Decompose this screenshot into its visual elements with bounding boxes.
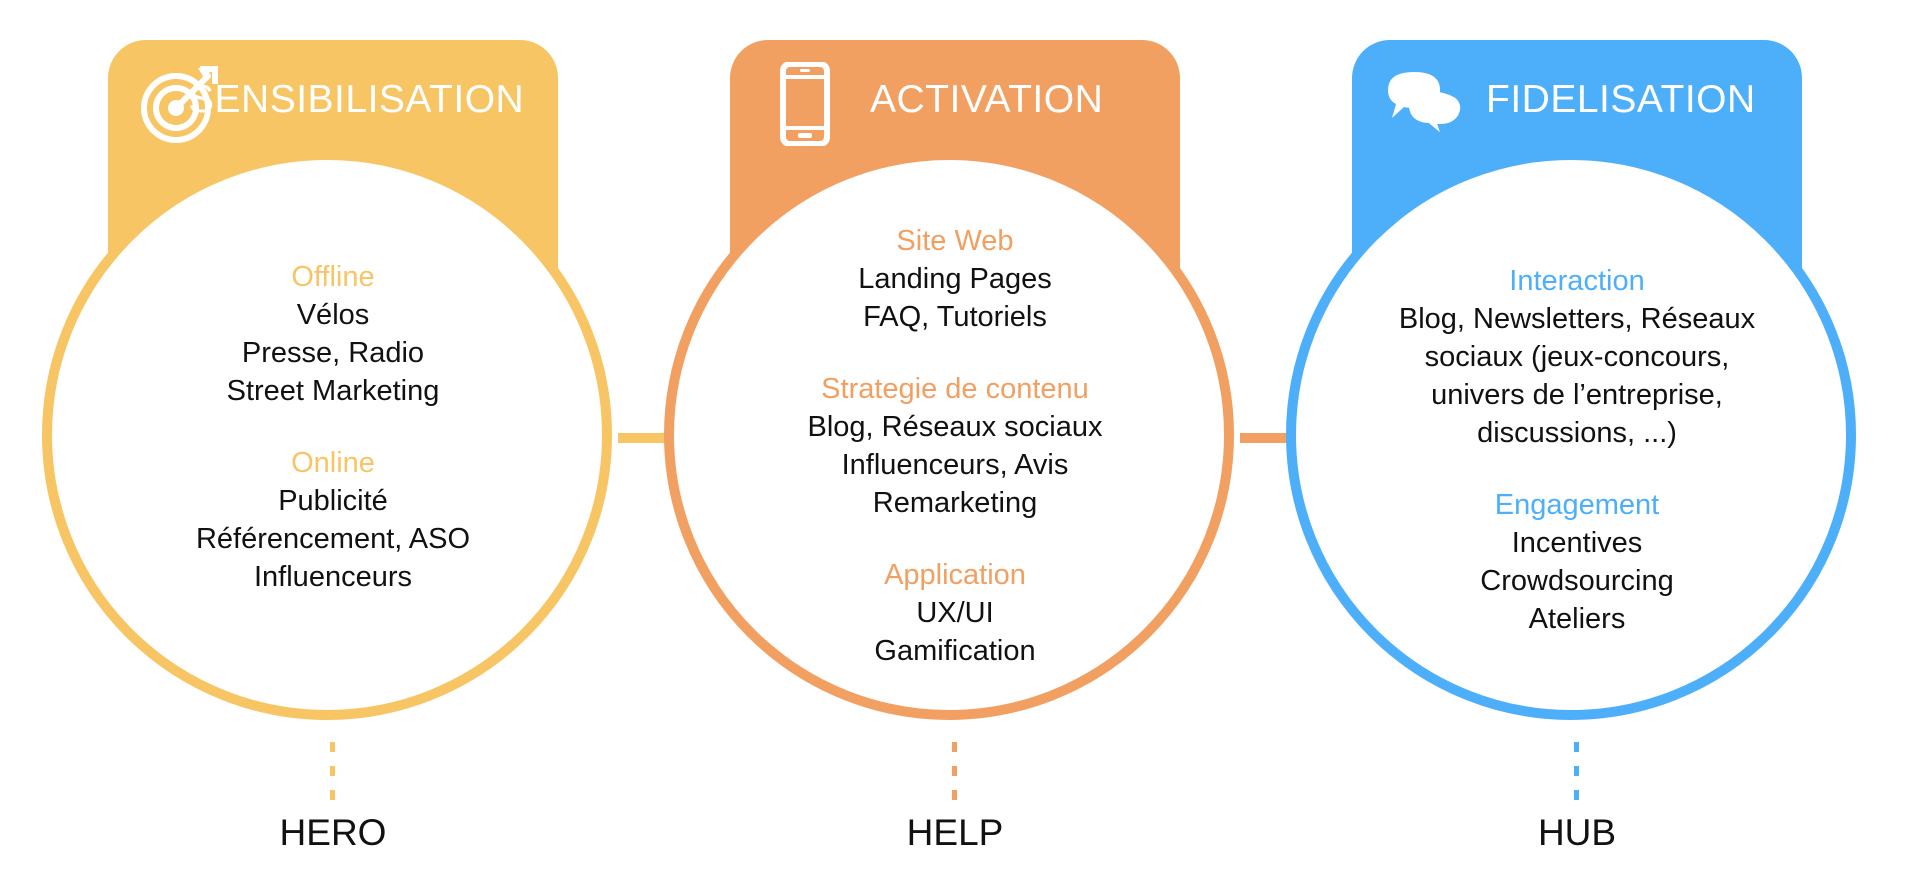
section-title: Strategie de contenu (821, 373, 1089, 405)
section-item: Remarketing (872, 487, 1038, 519)
stage-fidelisation: FIDELISATION Interaction Blog, Newslette… (1277, 0, 1877, 894)
stage-circle (42, 150, 612, 720)
content-section: Engagement Incentives Crowdsourcing Atel… (1277, 486, 1877, 638)
section-item: Presse, Radio (241, 337, 425, 369)
stage-sensibilisation: SENSIBILISATION Offline Vélos Presse, Ra… (33, 0, 633, 894)
dotted-connector (1574, 742, 1580, 800)
connector-activation-fidelisation (1240, 433, 1300, 443)
section-item: Référencement, ASO (195, 523, 471, 555)
target-icon (138, 62, 222, 146)
stage-circle (1286, 150, 1856, 720)
bottom-label: HUB (1537, 812, 1617, 853)
section-item: Street Marketing (226, 375, 440, 407)
section-item: univers de l’entreprise, (1431, 379, 1723, 411)
content-section: Site Web Landing Pages FAQ, Tutoriels (655, 222, 1255, 336)
stage-circle (664, 150, 1234, 720)
section-item: Ateliers (1528, 603, 1626, 635)
stage-content: Offline Vélos Presse, Radio Street Marke… (33, 258, 633, 596)
bottom-label: HERO (279, 812, 387, 853)
content-section: Offline Vélos Presse, Radio Street Marke… (33, 258, 633, 410)
dotted-connector (330, 742, 336, 800)
section-item: FAQ, Tutoriels (863, 301, 1047, 333)
section-item: UX/UI (916, 597, 994, 629)
stage-content: Site Web Landing Pages FAQ, Tutoriels St… (655, 222, 1255, 670)
section-title: Site Web (896, 225, 1014, 257)
stage-title: FIDELISATION (1486, 78, 1756, 121)
section-item: Landing Pages (858, 263, 1052, 295)
stage-title: SENSIBILISATION (188, 78, 525, 121)
section-item: Vélos (296, 299, 370, 331)
section-title: Engagement (1494, 489, 1660, 521)
section-item: Blog, Newsletters, Réseaux (1398, 303, 1756, 335)
bottom-label: HELP (906, 812, 1004, 853)
section-item: Influenceurs, Avis (841, 449, 1069, 481)
section-item: Incentives (1511, 527, 1643, 559)
section-item: Crowdsourcing (1480, 565, 1674, 597)
section-item: Gamification (874, 635, 1036, 667)
section-item: sociaux (jeux-concours, (1424, 341, 1730, 373)
chat-bubbles-icon (1382, 62, 1466, 146)
section-item: Blog, Réseaux sociaux (807, 411, 1103, 443)
section-item: Influenceurs (254, 561, 412, 593)
content-section: Strategie de contenu Blog, Réseaux socia… (655, 370, 1255, 522)
connector-sensibilisation-activation (618, 433, 678, 443)
content-section: Online Publicité Référencement, ASO Infl… (33, 444, 633, 596)
section-title: Interaction (1509, 265, 1645, 297)
content-section: Interaction Blog, Newsletters, Réseaux s… (1277, 262, 1877, 452)
section-title: Application (884, 559, 1026, 591)
stage-title: ACTIVATION (870, 78, 1104, 121)
dotted-connector (952, 742, 958, 800)
section-title: Offline (291, 261, 375, 293)
section-item: discussions, ...) (1477, 417, 1677, 449)
content-section: Application UX/UI Gamification (655, 556, 1255, 670)
smartphone-icon (760, 61, 844, 147)
stage-content: Interaction Blog, Newsletters, Réseaux s… (1277, 262, 1877, 638)
section-item: Publicité (278, 485, 388, 517)
section-title: Online (291, 447, 375, 479)
stage-activation: ACTIVATION Site Web Landing Pages FAQ, T… (655, 0, 1255, 894)
